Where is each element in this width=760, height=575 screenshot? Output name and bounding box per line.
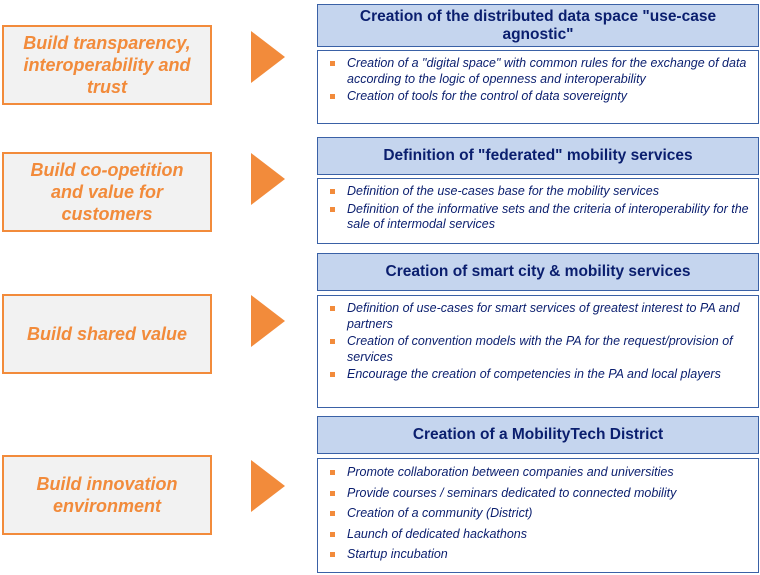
list-item: Startup incubation [328, 547, 750, 563]
bullet-box: Definition of use-cases for smart servic… [317, 295, 759, 408]
row-heading: Creation of the distributed data space "… [317, 4, 759, 47]
bullet-square-icon [330, 339, 335, 344]
bullet-square-icon [330, 552, 335, 557]
goal-box-shared-value: Build shared value [2, 294, 212, 374]
bullet-square-icon [330, 511, 335, 516]
bullet-square-icon [330, 306, 335, 311]
goal-label: Build shared value [26, 324, 188, 344]
list-item: Definition of use-cases for smart servic… [328, 301, 750, 332]
bullet-box: Definition of the use-cases base for the… [317, 178, 759, 244]
bullet-square-icon [330, 372, 335, 377]
bullet-square-icon [330, 490, 335, 496]
list-item: Definition of the use-cases base for the… [328, 184, 750, 200]
row-heading: Creation of smart city & mobility servic… [317, 253, 759, 291]
list-item: Definition of the informative sets and t… [328, 202, 750, 233]
bullet-square-icon [330, 206, 335, 212]
list-item: Encourage the creation of competencies i… [328, 367, 750, 383]
chevron-right-icon [251, 31, 285, 83]
bullet-box: Creation of a "digital space" with commo… [317, 50, 759, 124]
list-item: Creation of a community (District) [328, 506, 750, 522]
goal-box-transparency: Build transparency, interoperability and… [2, 25, 212, 105]
row-heading-text: Definition of "federated" mobility servi… [383, 147, 693, 164]
list-item: Promote collaboration between companies … [328, 465, 750, 481]
goal-box-innovation: Build innovation environment [2, 455, 212, 535]
row-heading-text: Creation of a MobilityTech District [412, 426, 664, 443]
goal-label: Build co-opetition and value for custome… [30, 160, 184, 224]
goal-label: Build innovation environment [36, 474, 178, 516]
bullet-square-icon [330, 470, 335, 475]
goal-label: Build transparency, interoperability and… [23, 33, 191, 97]
bullet-square-icon [330, 189, 335, 194]
row-heading-text: Creation of smart city & mobility servic… [385, 263, 691, 280]
list-item: Provide courses / seminars dedicated to … [328, 486, 750, 502]
chevron-right-icon [251, 295, 285, 347]
bullet-square-icon [330, 61, 335, 66]
row-heading-text: Creation of the distributed data space "… [359, 7, 717, 43]
bullet-square-icon [330, 94, 335, 99]
goal-box-co-opetition: Build co-opetition and value for custome… [2, 152, 212, 232]
bullet-square-icon [330, 531, 335, 537]
list-item: Launch of dedicated hackathons [328, 527, 750, 543]
list-item: Creation of tools for the control of dat… [328, 89, 750, 105]
bullet-box: Promote collaboration between companies … [317, 458, 759, 573]
chevron-right-icon [251, 153, 285, 205]
row-heading: Creation of a MobilityTech District [317, 416, 759, 454]
row-heading: Definition of "federated" mobility servi… [317, 137, 759, 175]
list-item: Creation of a "digital space" with commo… [328, 56, 750, 87]
chevron-right-icon [251, 460, 285, 512]
list-item: Creation of convention models with the P… [328, 334, 750, 365]
